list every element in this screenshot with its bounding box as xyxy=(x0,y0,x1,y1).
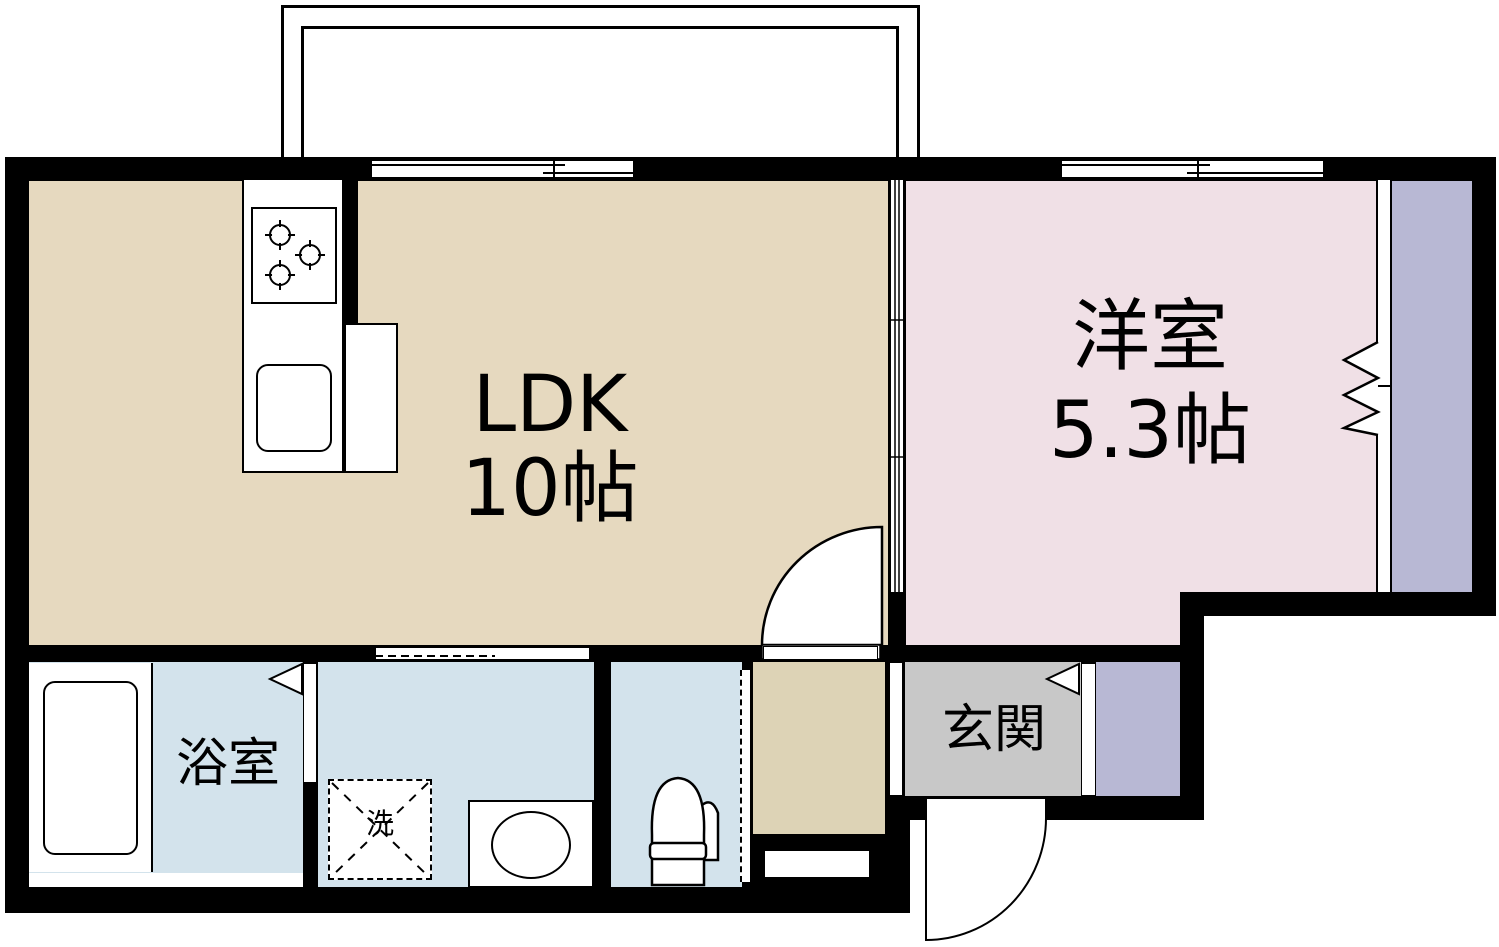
shoe-storage xyxy=(1096,662,1180,796)
front-door-frame xyxy=(926,798,1046,819)
washer-label: 洗 xyxy=(365,807,394,840)
bath-door-marker-icon xyxy=(267,662,303,696)
washer-cross-icon xyxy=(331,782,429,877)
entrance-label: 玄関 xyxy=(941,700,1046,760)
wall-right xyxy=(1472,157,1496,616)
western-room xyxy=(905,180,1380,592)
wall-left xyxy=(5,157,29,913)
toilet-door[interactable] xyxy=(740,670,750,882)
bathtub-basin xyxy=(43,681,138,855)
closet-folding-door-icon xyxy=(1340,340,1392,437)
front-door[interactable] xyxy=(924,817,1054,943)
wall-step-horizontal xyxy=(1180,592,1496,616)
hall xyxy=(753,662,885,834)
toilet-icon xyxy=(648,776,720,887)
western-room-label: 洋室 xyxy=(1071,292,1228,382)
sliding-door-lines xyxy=(889,180,905,592)
kitchen-side-counter xyxy=(344,323,398,473)
shoe-storage-door[interactable] xyxy=(1081,663,1096,796)
wall-step-vertical xyxy=(1180,592,1204,820)
wall-bottom xyxy=(5,887,910,913)
bath-door[interactable] xyxy=(303,663,317,783)
western-room-lower xyxy=(905,580,1181,645)
bathroom-label: 浴室 xyxy=(175,734,280,794)
sliding-door-ldk-western[interactable] xyxy=(889,180,905,592)
wall-kitchen xyxy=(344,180,358,324)
stove xyxy=(251,207,337,304)
hall-shelf xyxy=(764,850,870,878)
washbasin-bowl xyxy=(491,811,571,879)
balcony-inner xyxy=(301,26,899,160)
kitchen-sink xyxy=(256,364,332,452)
wall-bottom-step xyxy=(885,796,910,913)
western-room-size-label: 5.3帖 xyxy=(1048,386,1252,476)
entrance-step xyxy=(889,662,903,796)
window-ldk-sash xyxy=(370,159,635,179)
ldk-label: LDK xyxy=(472,360,628,450)
ldk-size-label: 10帖 xyxy=(461,444,639,534)
washroom-door-dashes xyxy=(375,655,495,657)
wall-wash-toilet xyxy=(594,662,611,887)
balcony-outer xyxy=(281,5,920,160)
hall-opening xyxy=(763,646,878,660)
ldk-room xyxy=(28,180,890,645)
closet-western xyxy=(1392,180,1472,592)
door-ldk-hall[interactable] xyxy=(760,525,885,660)
entrance-door-marker-icon xyxy=(1044,662,1080,696)
stove-burner-icon xyxy=(265,220,325,290)
wall-ldk-bottom xyxy=(5,645,1204,662)
window-western-sash xyxy=(1060,159,1325,179)
entrance xyxy=(905,662,1081,796)
